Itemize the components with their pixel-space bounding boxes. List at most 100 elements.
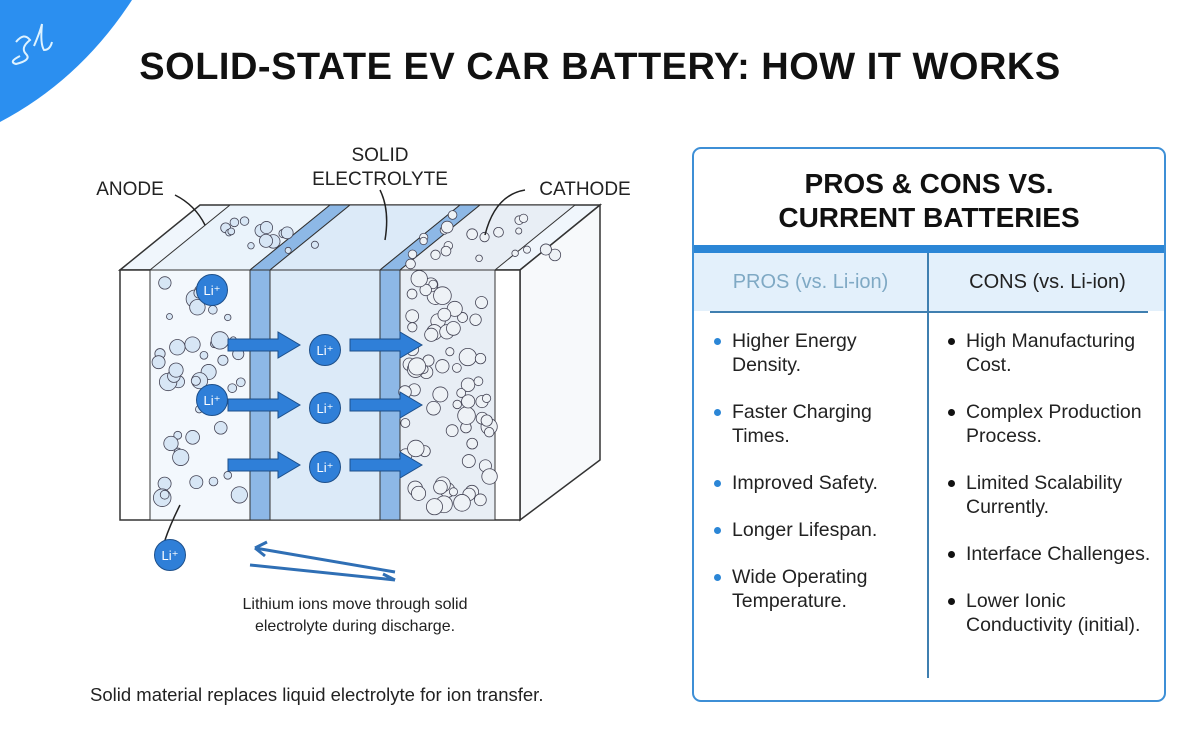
particle bbox=[474, 352, 487, 365]
ion-flow-arrow bbox=[227, 391, 301, 419]
particle bbox=[210, 331, 230, 350]
cons-item: Limited Scalability Currently. bbox=[944, 471, 1159, 519]
lithium-ion: Li⁺ bbox=[309, 392, 341, 424]
particle bbox=[430, 249, 441, 260]
logo bbox=[0, 0, 132, 122]
cathode-label: CATHODE bbox=[539, 179, 631, 200]
particle bbox=[511, 249, 519, 257]
particle bbox=[284, 246, 292, 254]
particle bbox=[440, 220, 454, 234]
cons-item: Complex Production Process. bbox=[944, 400, 1159, 448]
particle bbox=[426, 498, 443, 516]
panel-title-line-2: CURRENT BATTERIES bbox=[778, 202, 1080, 233]
pros-list: Higher Energy Density. Faster Charging T… bbox=[710, 329, 915, 636]
particle bbox=[480, 414, 493, 427]
particle bbox=[239, 216, 250, 226]
pros-cons-panel: PROS & CONS VS. CURRENT BATTERIES PROS (… bbox=[692, 147, 1166, 702]
particle bbox=[447, 210, 458, 220]
particle bbox=[475, 296, 488, 309]
particle bbox=[452, 363, 462, 373]
particle bbox=[440, 245, 452, 257]
particle bbox=[419, 236, 428, 246]
particle bbox=[407, 439, 425, 458]
particle bbox=[405, 309, 420, 323]
particle bbox=[466, 437, 478, 450]
footnote: Solid material replaces liquid electroly… bbox=[90, 684, 544, 705]
cons-item: High Manufacturing Cost. bbox=[944, 329, 1159, 377]
particle bbox=[446, 321, 461, 336]
particle bbox=[493, 226, 504, 238]
particle bbox=[518, 213, 529, 223]
cons-item: Interface Challenges. bbox=[944, 542, 1159, 566]
particle bbox=[189, 475, 204, 490]
particle bbox=[457, 406, 476, 425]
lithium-ion: Li⁺ bbox=[196, 384, 228, 416]
particle bbox=[168, 362, 184, 378]
panel-title-line-1: PROS & CONS VS. bbox=[804, 168, 1054, 199]
particle bbox=[247, 242, 255, 250]
particle bbox=[523, 245, 532, 254]
particle bbox=[448, 487, 458, 497]
ion-flow-arrow bbox=[349, 331, 423, 359]
ion-flow-arrow bbox=[349, 391, 423, 419]
column-header-row bbox=[694, 253, 1164, 311]
panel-divider-bar bbox=[694, 245, 1164, 253]
particle bbox=[189, 299, 206, 316]
particle bbox=[184, 336, 201, 353]
particle bbox=[223, 471, 233, 480]
particle bbox=[548, 248, 562, 262]
battery-diagram bbox=[117, 189, 603, 582]
particle bbox=[190, 375, 201, 386]
particle bbox=[432, 386, 449, 403]
particle bbox=[400, 418, 411, 428]
pros-item: Improved Safety. bbox=[710, 471, 915, 495]
particle bbox=[456, 388, 467, 398]
particle bbox=[469, 313, 482, 326]
particle bbox=[405, 258, 416, 270]
particle bbox=[407, 322, 418, 333]
particle bbox=[433, 479, 448, 495]
electrolyte-label-2: ELECTROLYTE bbox=[312, 169, 448, 190]
electrolyte-label-1: SOLID bbox=[351, 145, 409, 166]
cons-list: High Manufacturing Cost. Complex Product… bbox=[944, 329, 1159, 660]
particle bbox=[539, 243, 552, 256]
particle bbox=[437, 307, 452, 322]
particle bbox=[407, 249, 418, 259]
particle bbox=[159, 489, 170, 500]
particle bbox=[227, 383, 238, 393]
caption-line-2: electrolyte during discharge. bbox=[254, 618, 456, 635]
column-divider bbox=[927, 253, 929, 678]
particle bbox=[208, 305, 218, 315]
particle bbox=[172, 448, 190, 466]
particle bbox=[424, 327, 439, 342]
particle bbox=[310, 240, 319, 249]
particle bbox=[475, 254, 483, 263]
particle bbox=[406, 288, 418, 300]
particle bbox=[185, 430, 200, 445]
lithium-ion: Li⁺ bbox=[309, 334, 341, 366]
particle bbox=[163, 435, 179, 452]
particle bbox=[435, 359, 450, 374]
pros-item: Faster Charging Times. bbox=[710, 400, 915, 448]
particle bbox=[445, 347, 455, 357]
particle bbox=[481, 468, 498, 485]
particle bbox=[458, 347, 477, 367]
particle bbox=[457, 312, 468, 323]
pros-item: Wide Operating Temperature. bbox=[710, 565, 915, 613]
particle bbox=[151, 355, 166, 370]
panel-title: PROS & CONS VS. CURRENT BATTERIES bbox=[694, 167, 1164, 235]
particle bbox=[484, 426, 495, 438]
pros-item: Longer Lifespan. bbox=[710, 518, 915, 542]
particle bbox=[230, 486, 248, 504]
anode-label: ANODE bbox=[96, 179, 164, 200]
ion-flow-arrow bbox=[227, 451, 301, 479]
pros-header: PROS (vs. Li-ion) bbox=[732, 271, 889, 293]
particle bbox=[474, 493, 487, 507]
particle bbox=[208, 476, 219, 487]
lithium-ion: Li⁺ bbox=[154, 539, 186, 571]
particle bbox=[158, 276, 172, 290]
particle bbox=[259, 221, 274, 235]
particle bbox=[428, 279, 438, 290]
page-title: SOLID-STATE EV CAR BATTERY: HOW IT WORKS bbox=[139, 46, 1061, 88]
particle bbox=[410, 270, 428, 288]
